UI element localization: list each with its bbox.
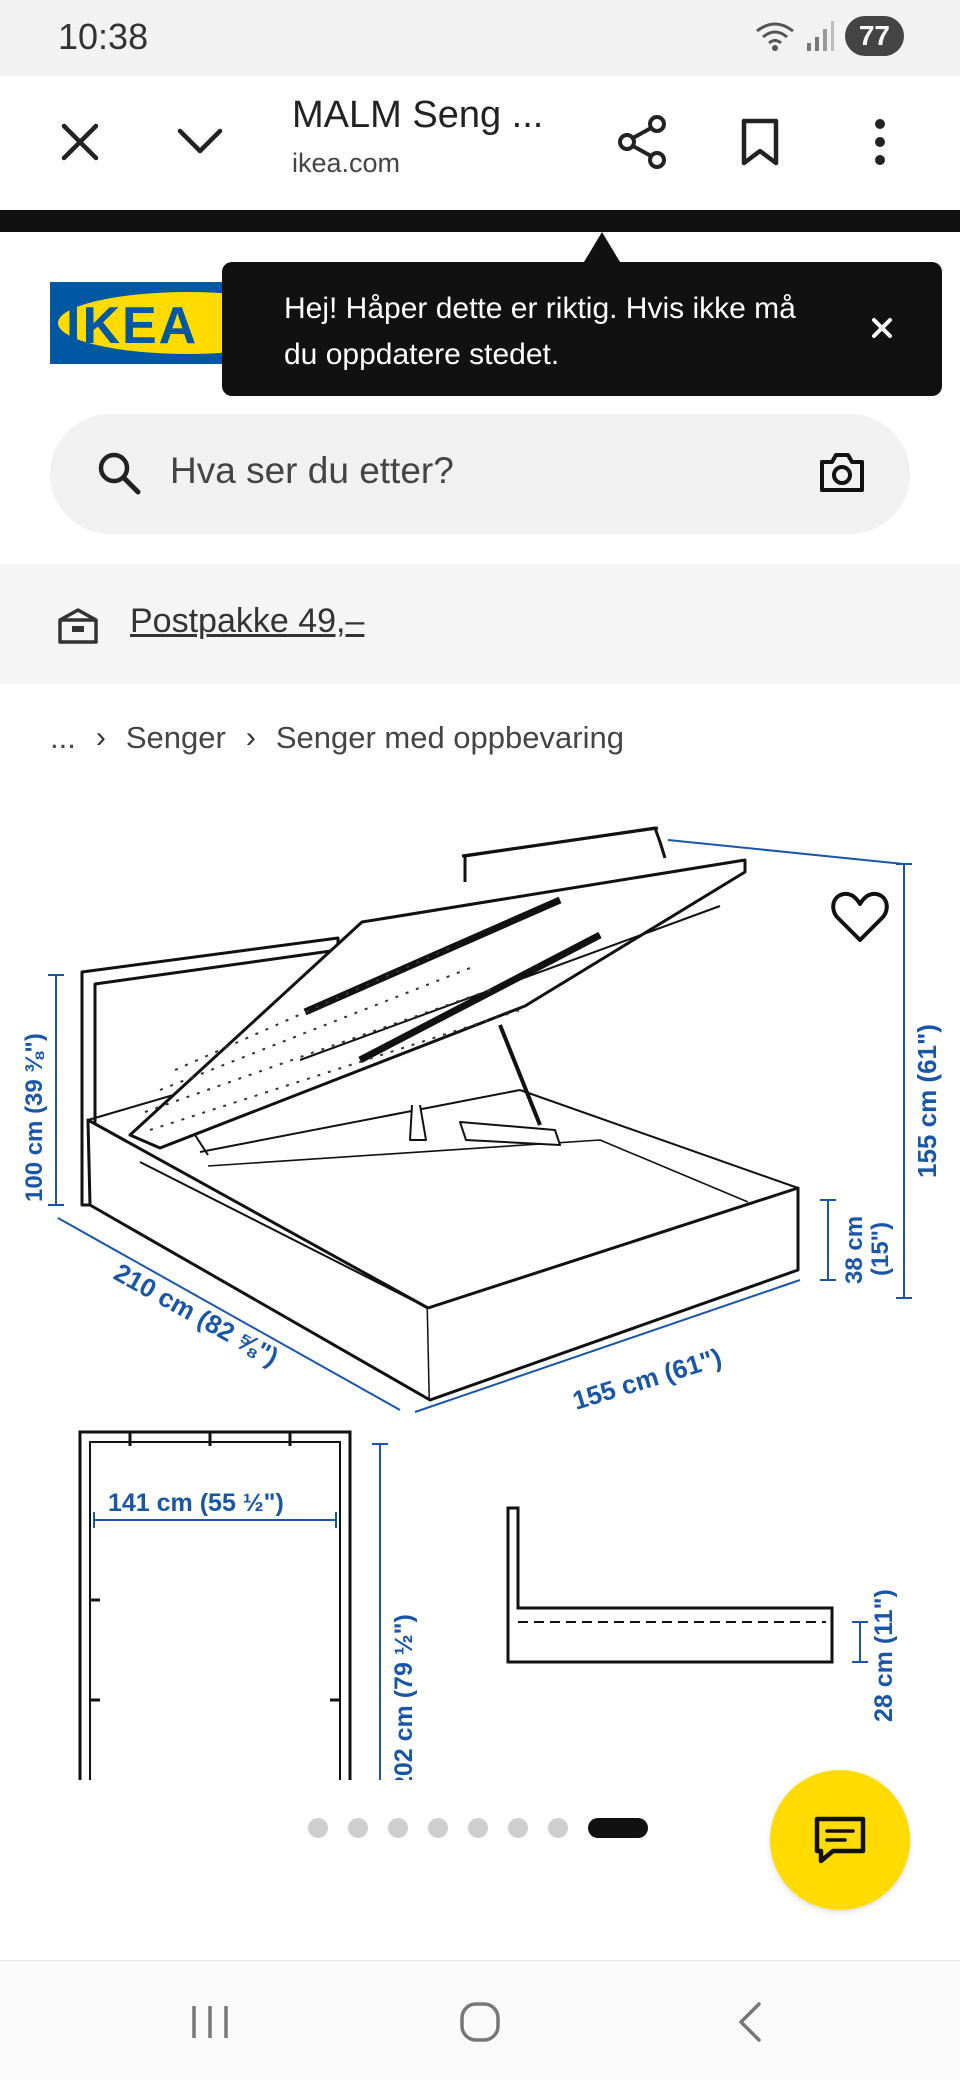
product-dimension-drawing[interactable]: 100 cm (39 ⅜") 210 cm (82 ⅝") 155 cm (61… xyxy=(0,800,960,1780)
favorite-heart-icon[interactable] xyxy=(830,888,890,948)
recents-icon xyxy=(192,2006,228,2038)
parcel-icon xyxy=(58,608,98,644)
carousel-dot[interactable] xyxy=(388,1818,408,1838)
breadcrumb: ... › Senger › Senger med oppbevaring xyxy=(50,720,624,756)
inner-length-label: 202 cm (79 ½") xyxy=(390,1614,418,1780)
header-divider xyxy=(0,210,960,232)
wifi-icon xyxy=(755,22,794,51)
width-label: 155 cm (61") xyxy=(569,1342,725,1416)
logo-text: IKEA xyxy=(66,297,199,355)
page-title[interactable]: MALM Seng ... xyxy=(292,94,544,136)
headboard-height-label: 100 cm (39 ⅜") xyxy=(21,1033,48,1202)
status-bar: 10:38 77 xyxy=(0,0,960,76)
bookmark-icon xyxy=(741,118,779,166)
carousel-dot[interactable] xyxy=(428,1818,448,1838)
browser-toolbar: MALM Seng ... ikea.com xyxy=(0,76,960,208)
clearance-label: 28 cm (11") xyxy=(870,1589,898,1722)
home-icon xyxy=(460,2002,500,2042)
chat-icon xyxy=(814,1816,866,1864)
side-height-in-label: (15") xyxy=(867,1222,894,1276)
postpakke-link[interactable]: Postpakke 49,– xyxy=(130,602,365,640)
open-height-label: 155 cm (61") xyxy=(912,1024,942,1178)
status-time: 10:38 xyxy=(58,16,149,57)
search-bar[interactable]: Hva ser du etter? xyxy=(50,414,910,534)
breadcrumb-senger[interactable]: Senger xyxy=(125,720,226,755)
battery-badge: 77 xyxy=(844,16,904,56)
camera-icon[interactable] xyxy=(818,450,866,494)
status-icons: 77 xyxy=(755,16,904,56)
carousel-dot[interactable] xyxy=(468,1818,488,1838)
carousel-dot[interactable] xyxy=(508,1818,528,1838)
tooltip-text: Hej! Håper dette er riktig. Hvis ikke må… xyxy=(284,292,796,371)
share-icon xyxy=(618,115,666,169)
close-tab-button[interactable] xyxy=(42,104,118,180)
close-icon xyxy=(872,318,892,338)
page-url[interactable]: ikea.com xyxy=(292,148,401,178)
side-height-cm-label: 38 cm xyxy=(841,1216,868,1284)
recents-button[interactable] xyxy=(170,1987,250,2057)
close-icon xyxy=(61,123,99,161)
chevron-down-icon xyxy=(177,128,223,154)
inner-width-label: 141 cm (55 ½") xyxy=(108,1489,284,1517)
ikea-logo[interactable]: IKEA xyxy=(50,282,240,364)
carousel-dots xyxy=(308,1818,648,1838)
breadcrumb-senger-med-oppbevaring[interactable]: Senger med oppbevaring xyxy=(275,720,624,755)
system-nav-bar xyxy=(0,1960,960,2080)
tooltip-arrow xyxy=(584,232,620,262)
back-button[interactable] xyxy=(710,1987,790,2057)
search-input[interactable]: Hva ser du etter? xyxy=(170,450,454,491)
share-button[interactable] xyxy=(604,104,680,180)
home-button[interactable] xyxy=(440,1987,520,2057)
carousel-dot-active[interactable] xyxy=(588,1818,648,1838)
more-menu-button[interactable] xyxy=(842,104,918,180)
breadcrumb-ellipsis[interactable]: ... xyxy=(50,720,76,755)
chevron-right-icon: › xyxy=(95,721,106,754)
more-vertical-icon xyxy=(875,119,885,165)
back-icon xyxy=(739,2002,761,2042)
signal-icon xyxy=(806,21,834,51)
collapse-button[interactable] xyxy=(162,104,238,180)
chat-button[interactable] xyxy=(770,1770,910,1910)
carousel-dot[interactable] xyxy=(308,1818,328,1838)
location-tooltip: Hej! Håper dette er riktig. Hvis ikke må… xyxy=(222,262,942,396)
carousel-dot[interactable] xyxy=(348,1818,368,1838)
carousel-dot[interactable] xyxy=(548,1818,568,1838)
chevron-right-icon: › xyxy=(245,721,256,754)
promo-bar: Postpakke 49,– xyxy=(0,564,960,684)
bookmark-button[interactable] xyxy=(722,104,798,180)
tooltip-close-button[interactable] xyxy=(858,304,906,352)
search-icon xyxy=(98,452,141,495)
